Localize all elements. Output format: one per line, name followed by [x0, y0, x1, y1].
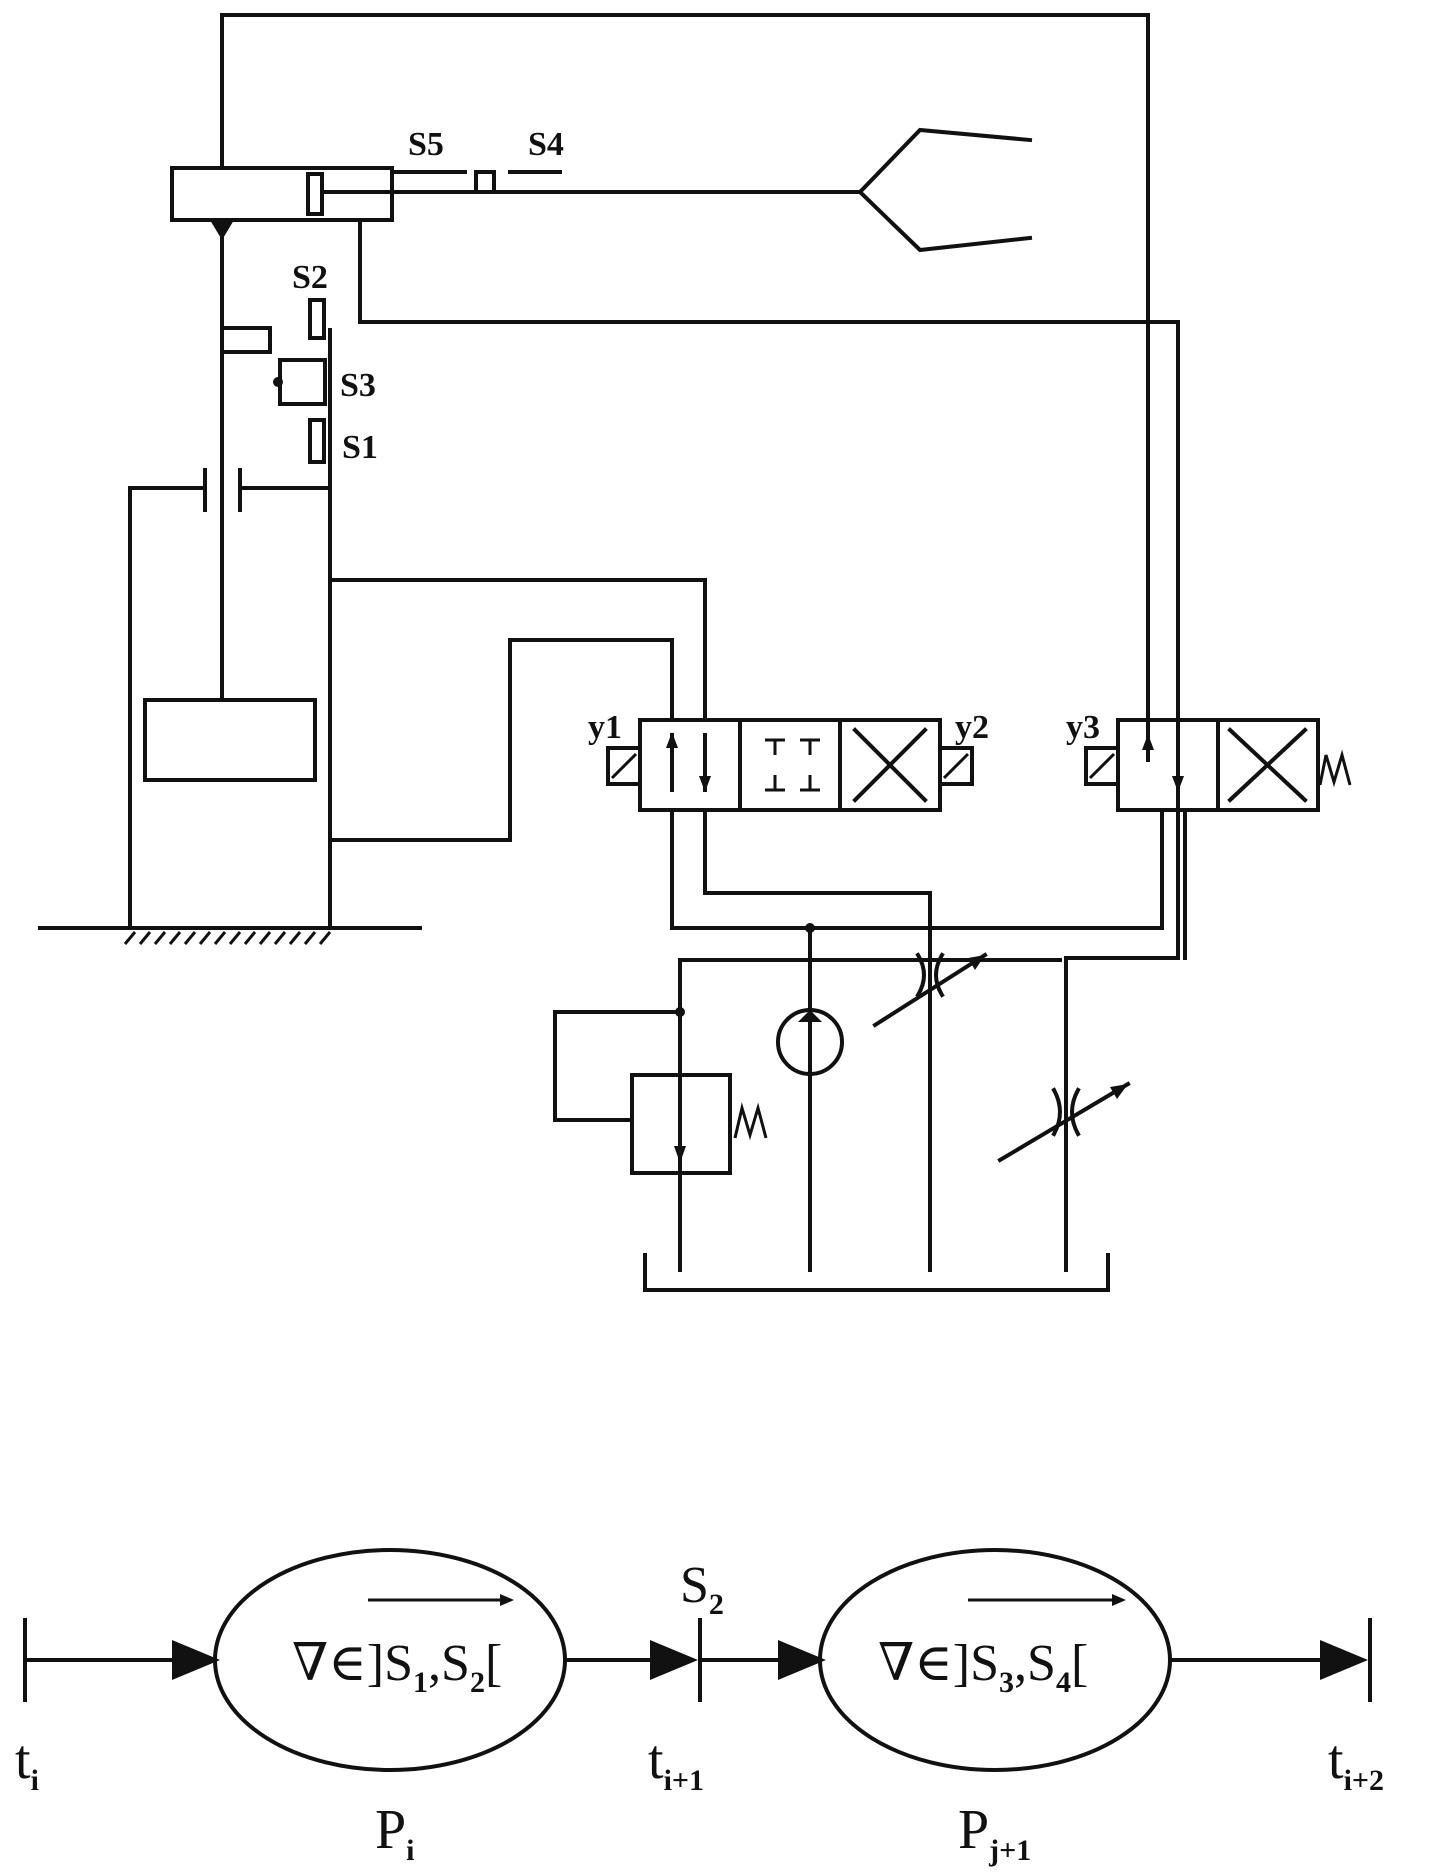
- hydraulic-lines: [220, 13, 1187, 1272]
- svg-text:ti: ti: [15, 1729, 39, 1797]
- sensor-s2-label: S2: [292, 259, 328, 296]
- svg-text:ti+2: ti+2: [1328, 1729, 1384, 1797]
- gripper-cylinder: [170, 166, 862, 240]
- relief-valve: [553, 1007, 768, 1175]
- sensor-s3-switch: S3: [220, 326, 376, 406]
- solenoid-y3-label: y3: [1066, 709, 1100, 746]
- petri-net: ti ∇∈]S1,S2[ Pi S2 ti+1 ∇∈]S3,S4[: [15, 1548, 1384, 1867]
- place-p-j-plus-1: ∇∈]S3,S4[ Pj+1: [818, 1548, 1172, 1867]
- sensor-s1-switch: S1: [308, 418, 378, 466]
- ground-symbol: [38, 926, 422, 945]
- sensor-s2-switch: S2: [292, 259, 328, 340]
- solenoid-y1-label: y1: [588, 709, 622, 746]
- hydraulic-circuit: S5 S4 S2 S3 S1: [38, 13, 1352, 1292]
- svg-text:Pi: Pi: [375, 1799, 415, 1867]
- svg-text:∇∈]S3,S4[: ∇∈]S3,S4[: [878, 1635, 1088, 1699]
- svg-text:S2: S2: [680, 1557, 724, 1621]
- throttle-valve-2: [997, 1081, 1131, 1163]
- transition-t-i: ti: [15, 1618, 39, 1797]
- hydraulic-pump: [776, 923, 844, 1076]
- sensor-s5-switch: S5: [393, 126, 467, 174]
- lift-frame: [128, 226, 332, 930]
- directional-valve-y3: y3: [1066, 709, 1352, 812]
- lift-cylinder-body: [143, 698, 317, 782]
- tank: [643, 1253, 1110, 1292]
- gripper-jaws: [857, 127, 1033, 253]
- place-p-i: ∇∈]S1,S2[ Pi: [213, 1548, 567, 1867]
- svg-text:∇∈]S1,S2[: ∇∈]S1,S2[: [292, 1635, 502, 1699]
- sensor-s5-label: S5: [408, 126, 444, 163]
- svg-text:ti+1: ti+1: [648, 1729, 704, 1797]
- sensor-s3-label: S3: [340, 367, 376, 404]
- svg-text:Pj+1: Pj+1: [958, 1799, 1031, 1867]
- transition-t-i-plus-2: ti+2: [1328, 1618, 1384, 1797]
- sensor-s1-label: S1: [342, 429, 378, 466]
- solenoid-y2-label: y2: [955, 709, 989, 746]
- directional-valve-y1-y2: y1 y2: [588, 709, 989, 812]
- transition-t-i-plus-1: S2 ti+1: [648, 1557, 724, 1797]
- sensor-s4-label: S4: [528, 126, 564, 163]
- sensor-s4-switch: S4: [474, 126, 564, 194]
- throttle-valve-1: [872, 952, 988, 1028]
